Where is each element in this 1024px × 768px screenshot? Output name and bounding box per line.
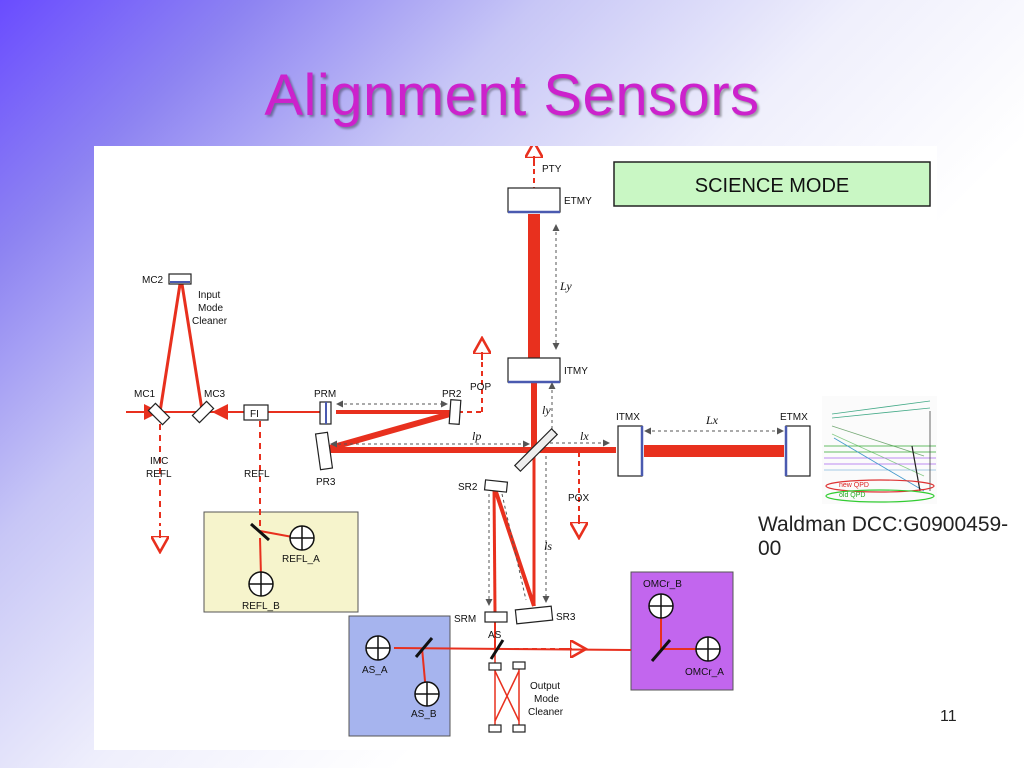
itmy-label: ITMY bbox=[564, 366, 588, 377]
old-qpd-label: old QPD bbox=[839, 492, 865, 499]
sr2-mirror bbox=[483, 479, 509, 493]
refl-b-qpd bbox=[248, 571, 274, 597]
etmx-label: ETMX bbox=[780, 412, 808, 423]
refl-a-label: REFL_A bbox=[282, 554, 320, 565]
science-mode-box bbox=[613, 161, 931, 207]
ls-label: ls bbox=[544, 539, 552, 553]
as-a-qpd bbox=[365, 635, 391, 661]
etmy-mirror bbox=[507, 187, 561, 213]
omc-mirror-2 bbox=[512, 661, 526, 670]
omc-label-2: Mode bbox=[534, 694, 559, 705]
laser-beams bbox=[126, 156, 834, 728]
faraday-isolator bbox=[243, 404, 269, 421]
omcr-a-qpd bbox=[695, 636, 721, 662]
lx-label: lx bbox=[580, 429, 589, 443]
prm-label: PRM bbox=[314, 389, 336, 400]
sensor-labels: REFL_A REFL_B AS_A AS_B OMCr_B OMCr_A bbox=[242, 554, 724, 720]
lx-arm-label: Lx bbox=[705, 413, 719, 427]
omc-mirror-4 bbox=[512, 724, 526, 733]
as-b-qpd bbox=[414, 681, 440, 707]
sr3-label: SR3 bbox=[556, 612, 576, 623]
as-sensor-box bbox=[348, 615, 451, 737]
pop-label: POP bbox=[470, 382, 491, 393]
lp-label: lp bbox=[472, 429, 481, 443]
length-labels: Ly Lx ly lx lp ls bbox=[472, 279, 719, 553]
ly-label: ly bbox=[542, 403, 551, 417]
as-label: AS bbox=[488, 630, 502, 641]
etmx-transmon-inset: new QPD old QPD bbox=[822, 396, 937, 504]
fi-label: FI bbox=[250, 409, 259, 420]
pickoff-mirrors bbox=[250, 522, 672, 662]
sr2-label: SR2 bbox=[458, 482, 478, 493]
mc2-mirror bbox=[168, 273, 192, 285]
itmy-mirror bbox=[507, 357, 561, 383]
imc-label-2: Mode bbox=[198, 303, 223, 314]
srm-label: SRM bbox=[454, 614, 476, 625]
omcr-b-label: OMCr_B bbox=[643, 579, 682, 590]
slide-number: 11 bbox=[940, 708, 957, 725]
imc-refl-label-1: IMC bbox=[150, 456, 168, 467]
omcr-sensor-box bbox=[630, 571, 734, 691]
itmx-label: ITMX bbox=[616, 412, 640, 423]
refl-b-label: REFL_B bbox=[242, 601, 280, 612]
beamsplitter bbox=[513, 427, 559, 473]
imc-refl-label-2: REFL bbox=[146, 469, 172, 480]
optical-layout-diagram: SCIENCE MODE bbox=[94, 146, 937, 750]
mc1-label: MC1 bbox=[134, 389, 156, 400]
omc-mirror-1 bbox=[488, 662, 502, 671]
pox-label: POX bbox=[568, 493, 589, 504]
mc2-label: MC2 bbox=[142, 275, 164, 286]
qpd-sensors bbox=[248, 525, 721, 707]
mc1-mirror bbox=[147, 402, 171, 426]
pr2-mirror bbox=[448, 399, 462, 425]
pr2-label: PR2 bbox=[442, 389, 462, 400]
slide-title: Alignment Sensors bbox=[264, 63, 760, 128]
as-b-label: AS_B bbox=[411, 709, 437, 720]
omc-mirror-3 bbox=[488, 724, 502, 733]
as-a-label: AS_A bbox=[362, 665, 388, 676]
sr3-mirror bbox=[514, 605, 554, 625]
imc-label-1: Input bbox=[198, 290, 220, 301]
pty-label: PTY bbox=[542, 164, 562, 175]
optics bbox=[147, 187, 811, 733]
ly-arm-label: Ly bbox=[559, 279, 572, 293]
refl-sensor-box bbox=[203, 511, 359, 613]
omcr-b-qpd bbox=[648, 593, 674, 619]
mc3-mirror bbox=[191, 400, 215, 424]
pr3-mirror bbox=[314, 431, 334, 471]
refl-label: REFL bbox=[244, 469, 270, 480]
mc3-label: MC3 bbox=[204, 389, 226, 400]
srm-mirror bbox=[484, 611, 508, 623]
omcr-a-label: OMCr_A bbox=[685, 667, 724, 678]
pr3-label: PR3 bbox=[316, 477, 336, 488]
itmx-mirror bbox=[617, 425, 643, 477]
etmy-label: ETMY bbox=[564, 196, 592, 207]
interferometer-schematic: SCIENCE MODE bbox=[126, 146, 937, 737]
etmx-mirror bbox=[785, 425, 811, 477]
omc-label-3: Cleaner bbox=[528, 707, 564, 718]
new-qpd-label: new QPD bbox=[839, 482, 869, 489]
optic-labels: MC2 Input Mode Cleaner MC1 MC3 FI PRM PR… bbox=[134, 164, 808, 718]
omc-label-1: Output bbox=[530, 681, 560, 692]
science-mode-label: SCIENCE MODE bbox=[695, 175, 849, 197]
length-indicators bbox=[330, 224, 784, 606]
refl-a-qpd bbox=[289, 525, 315, 551]
imc-label-3: Cleaner bbox=[192, 316, 228, 327]
credit-label: Waldman DCC:G0900459-00 bbox=[758, 513, 1009, 560]
